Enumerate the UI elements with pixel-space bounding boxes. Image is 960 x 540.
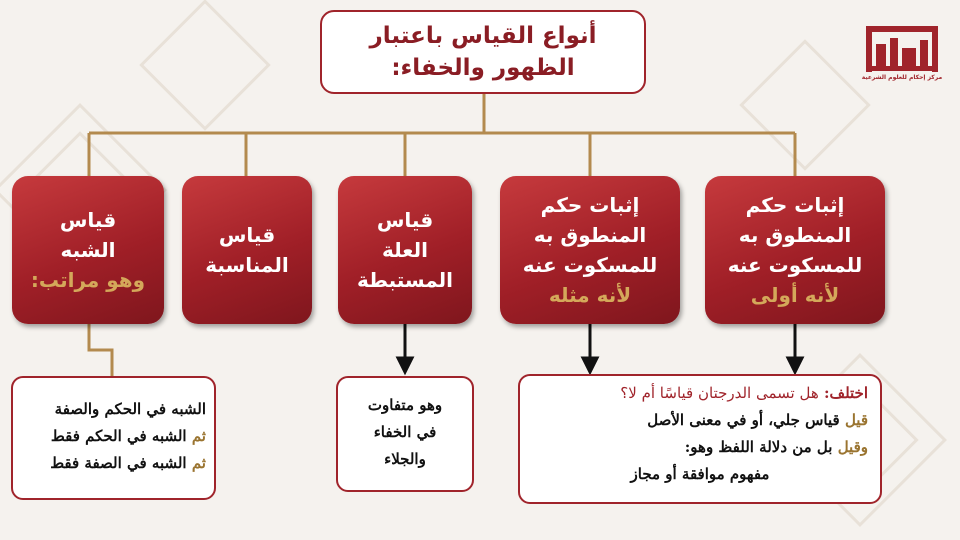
shabah-thumma-2: ثم — [191, 454, 206, 472]
ikhtilaf-question: هل تسمى الدرجتان قياسًا أم لا؟ — [620, 384, 819, 402]
box-munasaba: قياس المناسبة — [182, 176, 312, 324]
qil2-text: بل من دلالة اللفظ وهو: — [684, 438, 833, 456]
shabah-note-line1: الشبه في الحكم والصفة — [54, 400, 206, 418]
box-awla-line2: المنطوق به — [738, 223, 852, 247]
box-illa-line1: قياس — [376, 208, 434, 232]
box-illa-line3: المستبطة — [356, 268, 454, 292]
box-munasaba-line2: المناسبة — [205, 253, 289, 277]
box-illa: قياس العلة المستبطة — [338, 176, 472, 324]
box-shabah: قياس الشبه وهو مراتب: — [12, 176, 164, 324]
note-illa: وهو متفاوت في الخفاء والجلاء — [336, 376, 474, 492]
box-awla-line3: للمسكوت عنه — [727, 253, 863, 277]
box-awla-line1: إثبات حكم — [745, 193, 845, 217]
shabah-note-line3: ثم الشبه في الصفة فقط — [21, 450, 206, 477]
arrow-box1-head — [785, 356, 805, 376]
box-munasaba-line1: قياس — [218, 223, 276, 247]
arrow-box2-head — [580, 356, 600, 376]
logo-subtitle: مركز إحكام للعلوم الشرعية — [861, 74, 943, 81]
title-line-2: الظهور والخفاء: — [391, 55, 575, 81]
qil1-word: قيل — [844, 411, 868, 429]
title-line-1: أنواع القياس باعتبار — [369, 23, 597, 49]
box-mithl-line4: لأنه مثله — [548, 283, 632, 307]
ikhtilaf-label: اختلف: — [824, 384, 868, 402]
qil2-word: وقيل — [837, 438, 868, 456]
arrow-box3-head — [395, 356, 415, 376]
box-awla-line4: لأنه أولى — [750, 283, 840, 307]
note-ikhtilaf: اختلف: هل تسمى الدرجتان قياسًا أم لا؟ قي… — [518, 374, 882, 504]
shabah-note-line2-text: الشبه في الحكم فقط — [50, 427, 187, 445]
box-awla: إثبات حكم المنطوق به للمسكوت عنه لأنه أو… — [705, 176, 885, 324]
box-illa-line2: العلة — [382, 238, 428, 262]
shabah-note-line3-text: الشبه في الصفة فقط — [50, 454, 187, 472]
box-shabah-line2: الشبه — [60, 238, 116, 262]
box-shabah-line3: وهو مراتب: — [30, 268, 146, 292]
ikhtilaf-line1: اختلف: هل تسمى الدرجتان قياسًا أم لا؟ — [532, 380, 868, 407]
ikhtilaf-line2: قيل قياس جلي، أو في معنى الأصل — [532, 407, 868, 434]
box-mithl-line3: للمسكوت عنه — [522, 253, 658, 277]
shabah-note-line2: ثم الشبه في الحكم فقط — [21, 423, 206, 450]
box-mithl-line1: إثبات حكم — [540, 193, 640, 217]
box-mithl: إثبات حكم المنطوق به للمسكوت عنه لأنه مث… — [500, 176, 680, 324]
box-mithl-line2: المنطوق به — [533, 223, 647, 247]
illa-note-line3: والجلاء — [384, 450, 426, 468]
shabah-connector — [87, 324, 114, 376]
box-shabah-line1: قياس — [59, 208, 117, 232]
illa-note-line1: وهو متفاوت — [367, 396, 443, 414]
note-shabah: الشبه في الحكم والصفة ثم الشبه في الحكم … — [11, 376, 216, 500]
shabah-thumma-1: ثم — [191, 427, 206, 445]
illa-note-line2: في الخفاء — [373, 423, 437, 441]
diagram-title: أنواع القياس باعتبار الظهور والخفاء: — [320, 10, 646, 94]
ihkam-logo — [866, 26, 938, 72]
ikhtilaf-line4: مفهوم موافقة أو مجاز — [630, 465, 770, 483]
ikhtilaf-line3: وقيل بل من دلالة اللفظ وهو: — [532, 434, 868, 461]
qil1-text: قياس جلي، أو في معنى الأصل — [647, 411, 840, 429]
